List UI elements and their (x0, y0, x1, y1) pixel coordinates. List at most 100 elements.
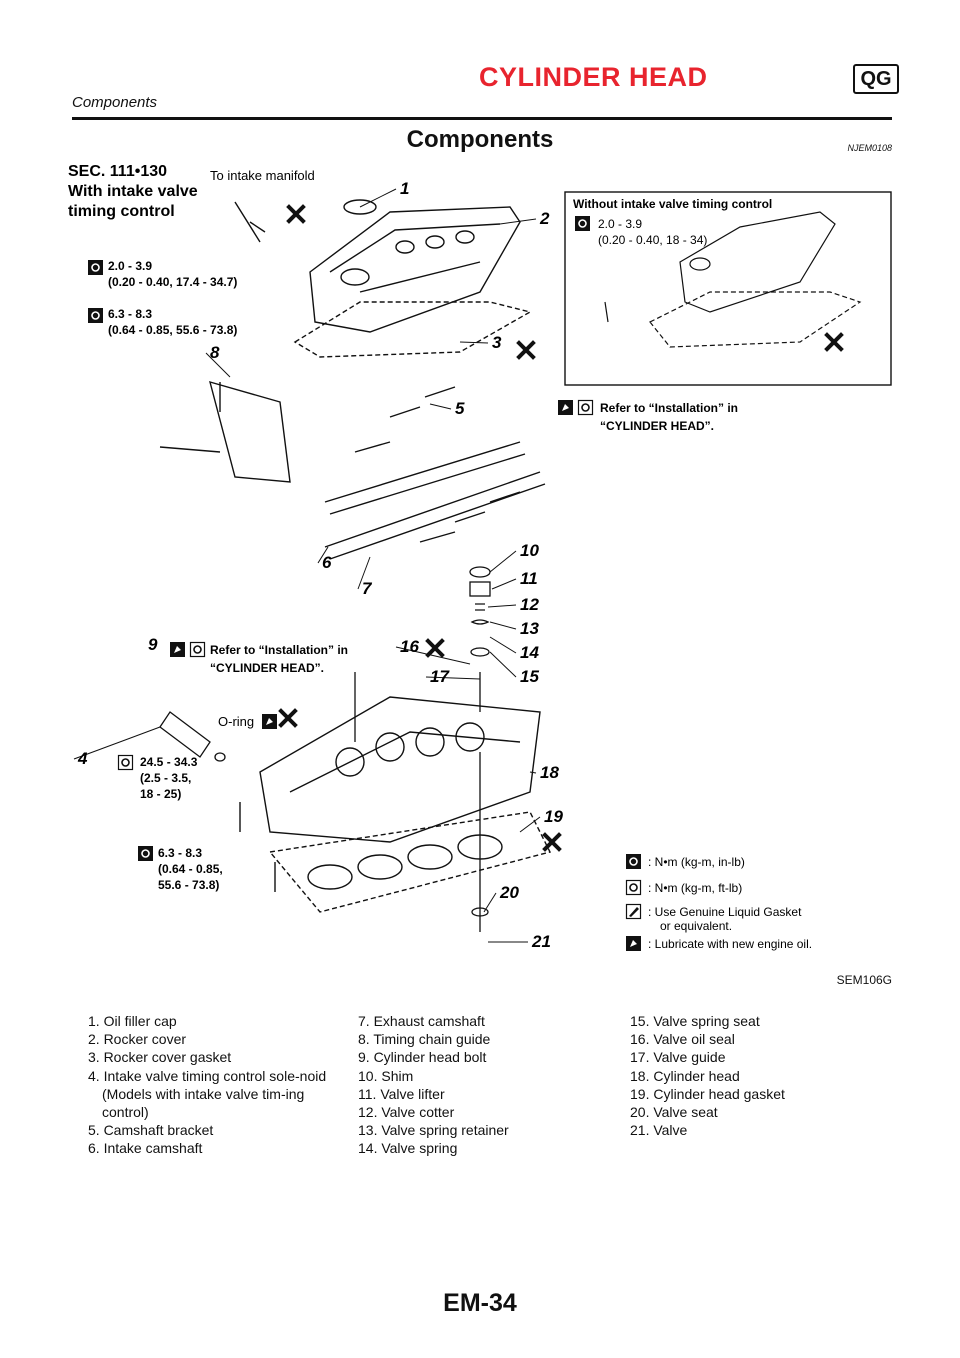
parts-legend-col-2: 7. Exhaust camshaft 8. Timing chain guid… (358, 1012, 598, 1158)
page-header-subtitle: Components (72, 94, 158, 111)
page-header-title: CYLINDER HEAD (479, 62, 708, 92)
replace-part-icon (287, 205, 305, 223)
callout-leader-15 (489, 651, 517, 678)
legend-item: 17. Valve guide (630, 1049, 726, 1066)
torque-b-1: 6.3 - 8.3 (108, 307, 152, 321)
callout-16: 16 (400, 637, 419, 656)
exploded-diagram: SEC. 111•130 With intake valve timing co… (68, 163, 892, 951)
key-gasket-2: or equivalent. (660, 919, 732, 933)
legend-item: 10. Shim (358, 1067, 414, 1084)
torque-d-2: (0.64 - 0.85, (158, 862, 223, 876)
callout-leader-2 (499, 218, 537, 225)
key-oil: : Lubricate with new engine oil. (648, 937, 812, 951)
callout-leader-11 (491, 578, 517, 590)
legend-item: 9. Cylinder head bolt (358, 1049, 487, 1066)
callout-2: 2 (539, 209, 550, 228)
replace-part-icon (426, 639, 444, 657)
callout-17: 17 (430, 667, 450, 686)
torque-d-1: 6.3 - 8.3 (158, 846, 202, 860)
section-title: Components (406, 126, 554, 153)
inset-without-control (564, 191, 892, 386)
replace-part-icon (825, 333, 843, 351)
torque-c-2: (2.5 - 3.5, (140, 771, 191, 785)
inset-torque-1: 2.0 - 3.9 (598, 217, 642, 231)
callout-leader-7 (357, 556, 371, 590)
inset-torque-2: (0.20 - 0.40, 18 - 34) (598, 233, 707, 247)
section-code: NJEM0108 (847, 143, 892, 153)
engine-code-badge: QG (853, 64, 899, 94)
callout-19: 19 (544, 807, 563, 826)
legend-item: 19. Cylinder head gasket (630, 1085, 785, 1102)
inset-title: Without intake valve timing control (573, 197, 772, 211)
cylinder-head-drawing (239, 696, 552, 913)
callout-leader-20 (483, 892, 497, 913)
callout-14: 14 (520, 643, 539, 662)
callout-leader-12 (487, 604, 517, 608)
callout-leader-16 (395, 646, 471, 665)
rocker-cover-drawing (234, 199, 532, 358)
callout-10: 10 (520, 541, 539, 560)
callout-4: 4 (77, 749, 88, 768)
key-ftlb: : N•m (kg-m, ft-lb) (648, 881, 742, 895)
callout-20: 20 (499, 883, 519, 902)
callout-11: 11 (520, 569, 538, 588)
legend-item: 8. Timing chain guide (358, 1031, 491, 1048)
page-number: EM-34 (443, 1289, 517, 1317)
figure-code: SEM106G (836, 973, 892, 987)
callout-5: 5 (455, 399, 465, 418)
replace-part-icon (517, 341, 535, 359)
legend-item: 12. Valve cotter (358, 1104, 455, 1121)
callout-15: 15 (520, 667, 539, 686)
callout-13: 13 (520, 619, 539, 638)
legend-item: 4. Intake valve timing control sole-noid… (88, 1067, 327, 1121)
callout-leader-14 (489, 636, 517, 654)
legend-item: 20. Valve seat (630, 1104, 718, 1121)
callout-leader-17 (425, 676, 481, 680)
callout-leader-3 (459, 341, 489, 344)
legend-item: 5. Camshaft bracket (88, 1122, 214, 1139)
refer-right-line2: “CYLINDER HEAD”. (600, 419, 714, 433)
torque-a-1: 2.0 - 3.9 (108, 259, 152, 273)
legend-item: 7. Exhaust camshaft (358, 1013, 485, 1029)
camshaft-drawing (159, 380, 546, 560)
callout-leader-13 (489, 621, 517, 630)
torque-c-3: 18 - 25) (140, 787, 181, 801)
callout-leader-18 (529, 771, 537, 774)
with-control-line1: With intake valve (68, 183, 198, 200)
legend-item: 15. Valve spring seat (630, 1013, 760, 1029)
legend-item: 6. Intake camshaft (88, 1140, 203, 1157)
callout-18: 18 (540, 763, 559, 782)
torque-d-3: 55.6 - 73.8) (158, 878, 219, 892)
sec-label: SEC. 111•130 (68, 163, 167, 180)
torque-a-2: (0.20 - 0.40, 17.4 - 34.7) (108, 275, 237, 289)
replace-part-icon (279, 709, 297, 727)
replace-part-icon (543, 833, 561, 851)
callout-6: 6 (322, 553, 332, 572)
header-divider (72, 117, 892, 120)
legend-item: 3. Rocker cover gasket (88, 1049, 232, 1066)
legend-item: 16. Valve oil seal (630, 1031, 735, 1048)
callout-leader-6 (317, 546, 329, 564)
parts-legend-col-1: 1. Oil filler cap 2. Rocker cover 3. Roc… (88, 1012, 328, 1158)
refer-right-line1: Refer to “Installation” in (600, 401, 738, 415)
torque-b-2: (0.64 - 0.85, 55.6 - 73.8) (108, 323, 237, 337)
callout-12: 12 (520, 595, 539, 614)
legend-item: 18. Cylinder head (630, 1067, 740, 1084)
key-gasket-1: : Use Genuine Liquid Gasket (648, 905, 802, 919)
legend-item: 11. Valve lifter (358, 1085, 445, 1102)
solenoid-drawing (159, 711, 226, 762)
legend-item: 1. Oil filler cap (88, 1013, 177, 1029)
callout-7: 7 (362, 579, 373, 598)
key-inlb: : N•m (kg-m, in-lb) (648, 855, 745, 869)
with-control-line2: timing control (68, 203, 175, 220)
callout-3: 3 (492, 333, 502, 352)
torque-c-1: 24.5 - 34.3 (140, 755, 198, 769)
callout-1: 1 (400, 179, 409, 198)
to-intake-label: To intake manifold (210, 168, 315, 183)
legend-item: 14. Valve spring (358, 1140, 458, 1157)
callout-leader-5 (429, 403, 452, 410)
callout-9: 9 (148, 635, 158, 654)
oring-label: O-ring (218, 714, 254, 729)
legend-item: 13. Valve spring retainer (358, 1122, 509, 1139)
